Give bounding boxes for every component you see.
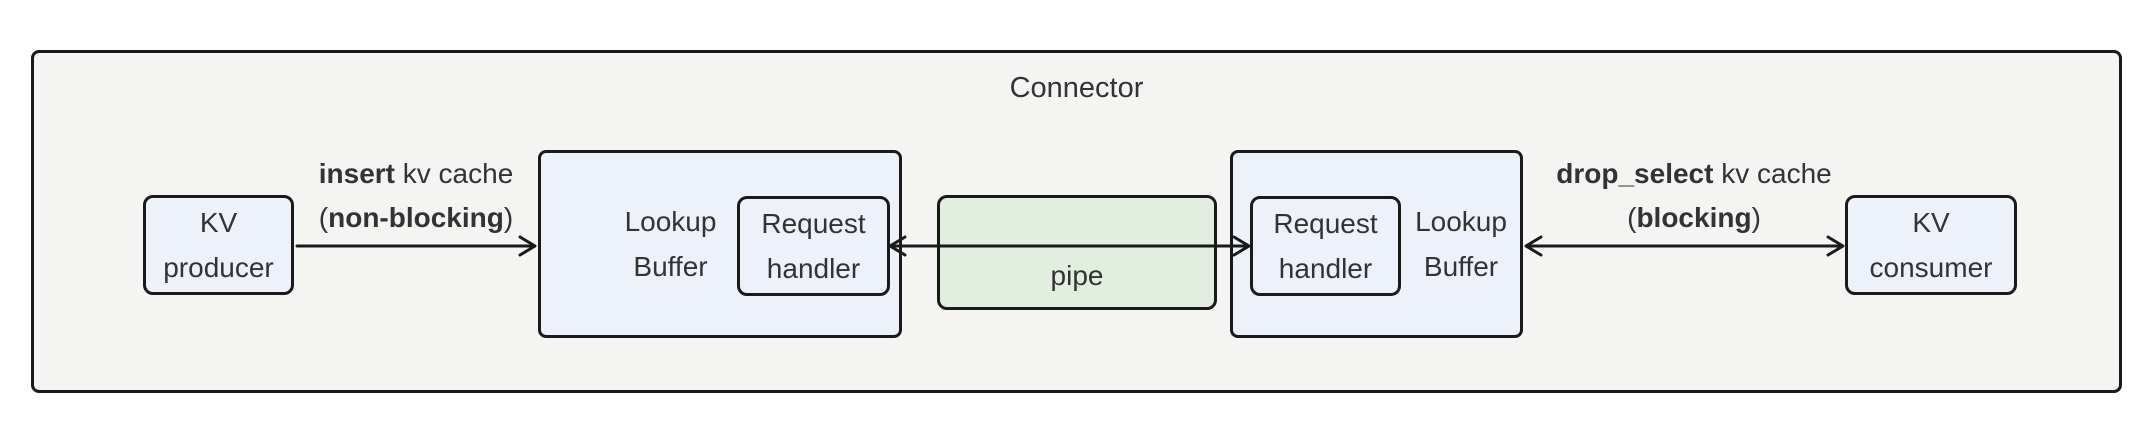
kv-producer-node: KV producer [143, 195, 294, 295]
lookup-buffer-left-line1: Lookup [624, 206, 717, 237]
kv-consumer-node: KV consumer [1845, 195, 2017, 295]
request-handler-left-line1: Request [761, 208, 866, 239]
request-handler-left-node: Request handler [737, 196, 890, 296]
request-handler-left-line2: handler [766, 253, 861, 284]
kv-producer-label-line2: producer [163, 252, 274, 283]
lookup-buffer-left-line2: Buffer [633, 251, 708, 282]
request-handler-right-line1: Request [1273, 208, 1378, 239]
lookup-buffer-left-node: Lookup Buffer Request handler [538, 150, 902, 338]
kv-consumer-label-line1: KV [1912, 207, 1950, 238]
drop-select-edge-label-line1: drop_select kv cache [1556, 158, 1832, 189]
request-handler-right-node: Request handler [1250, 196, 1401, 296]
pipe-label: pipe [1050, 260, 1104, 291]
lookup-buffer-right-line2: Buffer [1423, 251, 1499, 282]
insert-edge-label-line2: (non-blocking) [318, 202, 514, 233]
lookup-buffer-right-line1: Lookup [1415, 206, 1507, 237]
kv-consumer-label-line2: consumer [1869, 252, 1993, 283]
connector-title: Connector [1009, 72, 1144, 104]
insert-edge-label-line1: insert kv cache [318, 158, 514, 189]
lookup-buffer-left-label: Lookup Buffer [598, 199, 743, 289]
request-handler-right-line2: handler [1278, 253, 1373, 284]
pipe-node: pipe [937, 195, 1217, 310]
drop-select-edge-label: drop_select kv cache (blocking) [1494, 152, 1894, 240]
insert-edge-label: insert kv cache (non-blocking) [216, 152, 616, 240]
drop-select-edge-label-line2: (blocking) [1627, 202, 1761, 233]
lookup-buffer-right-label: Lookup Buffer [1401, 199, 1521, 289]
kv-producer-label-line1: KV [199, 207, 238, 238]
lookup-buffer-right-node: Request handler Lookup Buffer [1230, 150, 1523, 338]
